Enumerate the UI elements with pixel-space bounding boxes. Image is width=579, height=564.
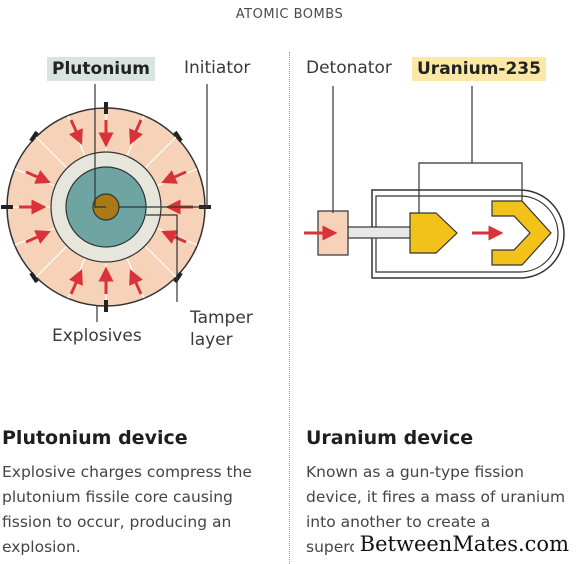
implosion-arrows — [19, 119, 193, 295]
uranium-target — [491, 200, 552, 266]
leader-lines — [94, 84, 208, 322]
plutonium-description-line: fission to occur, producing an — [2, 513, 232, 531]
uranium-device-heading: Uranium device — [306, 427, 474, 449]
gun-barrel-inner — [375, 195, 559, 273]
plutonium-description-line: explosion. — [2, 538, 81, 556]
tamper-layer-label: Tamper layer — [190, 307, 253, 351]
plutonium-description-line: plutonium fissile core causing — [2, 488, 233, 506]
section-divider — [289, 52, 290, 564]
uranium-device-description: Known as a gun-type fission device, it f… — [306, 460, 576, 560]
uranium-projectile — [409, 212, 458, 254]
plutonium-device-diagram — [1, 84, 211, 322]
uranium-device-diagram — [304, 86, 565, 279]
tamper-label-line-1: Tamper — [190, 308, 253, 328]
uranium-leader-lines — [332, 86, 523, 213]
detonator-label: Detonator — [306, 58, 392, 78]
plutonium-device-heading: Plutonium device — [2, 427, 188, 449]
plutonium-description-line: Explosive charges compress the — [2, 463, 252, 481]
watermark: BetweenMates.com — [353, 530, 575, 558]
uranium-description-line: device, it fires a mass of uranium — [306, 488, 566, 506]
initiator-label: Initiator — [184, 58, 251, 78]
uranium-description-line: Known as a gun-type fission — [306, 463, 524, 481]
barrel-rod — [347, 226, 413, 239]
plutonium-label: Plutonium — [47, 57, 155, 81]
uranium-description-line: into another to create a — [306, 513, 491, 531]
diagram-title: ATOMIC BOMBS — [235, 7, 344, 22]
uranium-description-line: supercri — [306, 538, 369, 556]
explosives-label: Explosives — [52, 326, 142, 346]
uranium-label: Uranium-235 — [412, 57, 546, 81]
tamper-label-line-2: layer — [190, 330, 233, 350]
plutonium-device-description: Explosive charges compress the plutonium… — [2, 460, 277, 560]
